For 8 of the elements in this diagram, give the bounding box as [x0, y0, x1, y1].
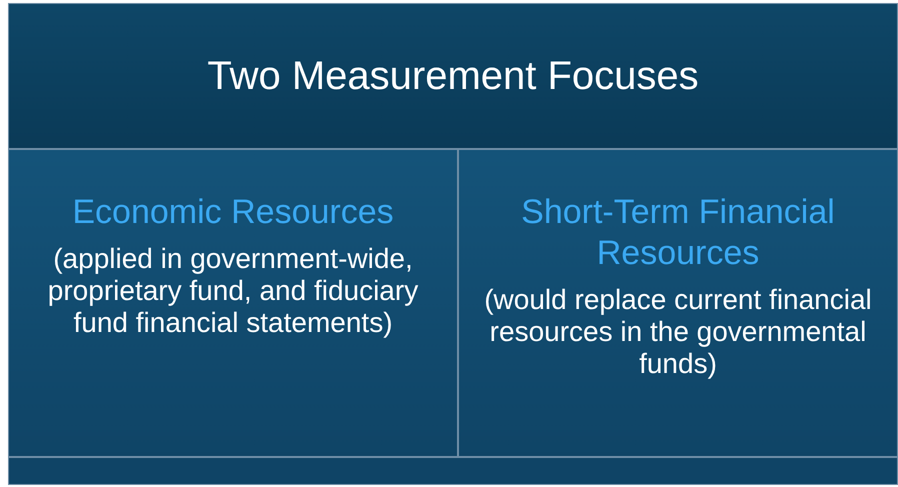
- column-panel: [8, 149, 458, 457]
- column-heading: Short-Term Financial Resources: [520, 192, 836, 274]
- panel-title: Two Measurement Focuses: [207, 54, 699, 98]
- column-description: (would replace current financial resources in the governmental funds): [483, 284, 873, 380]
- column-heading: Economic Resources: [72, 192, 394, 233]
- title-band: [8, 3, 898, 149]
- column-panel: [458, 149, 898, 457]
- column-description: (applied in government-wide, proprietary fund, and fiduciary fund financial statements): [46, 243, 420, 339]
